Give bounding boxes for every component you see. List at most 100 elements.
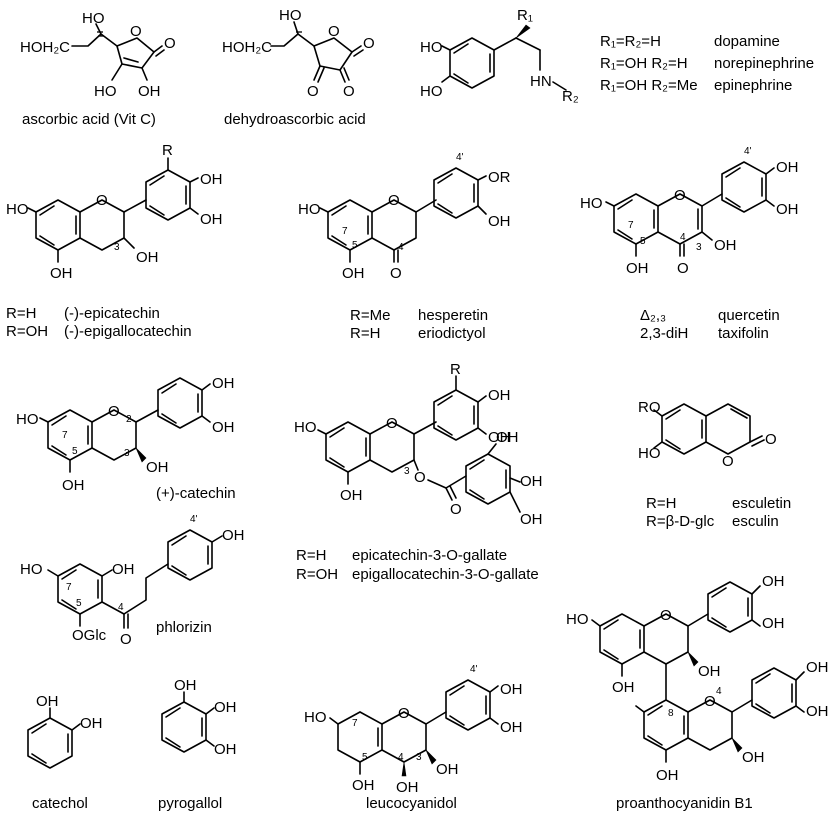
esculetin-structure: RO HO O O R=H esculetin R=β-D-glc esculi… — [638, 399, 791, 530]
quercetin-def-2: 2,3-diH — [640, 325, 688, 342]
pb1-oh-bot3: OH — [742, 749, 765, 766]
epicatechin-name-2: (-)-epigallocatechin — [64, 323, 192, 340]
quercetin-o4: O — [677, 260, 689, 277]
catecholamine-def-1: R₁=R₂=H — [600, 33, 661, 50]
pyrogallol-oh1: OH — [174, 677, 197, 694]
phlorizin-n7: 7 — [66, 582, 72, 593]
ecg-r: R — [450, 361, 461, 378]
catechol-label: catechol — [32, 795, 88, 812]
dehydro-o-right: O — [343, 83, 355, 100]
epicatechin-r: R — [162, 142, 173, 159]
hesperetin-o: O — [388, 192, 400, 209]
catecholamine-def-3: R₁=OH R₂=Me — [600, 77, 698, 94]
hesperetin-oh: OH — [488, 213, 511, 230]
hesperetin-name-2: eriodictyol — [418, 325, 486, 342]
pb1-oh-a: OH — [762, 573, 785, 590]
phlorizin-n5: 5 — [76, 598, 82, 609]
leuco-n5: 5 — [362, 752, 368, 763]
hesperetin-or: OR — [488, 169, 511, 186]
catecholamine-structure: R₁ HO HO HN R₂ R₁=R₂=H dopamine R₁=OH R₂… — [420, 7, 814, 105]
leuco-oh5: OH — [352, 777, 375, 794]
hesperetin-n4: 4 — [398, 242, 404, 253]
leuco-oh3: OH — [436, 761, 459, 778]
ascorbic-acid-structure: HO HOH₂C O O HO OH ascorbic acid (Vit C) — [20, 10, 176, 128]
catechin-oh3: OH — [146, 459, 169, 476]
quercetin-name-2: taxifolin — [718, 325, 769, 342]
epicatechin-structure: R OH OH HO O OH OH 3 R=H (-)-epicatechin… — [6, 142, 223, 340]
catecholamine-name-1: dopamine — [714, 33, 780, 50]
catecholamine-name-2: norepinephrine — [714, 55, 814, 72]
ecg-n3: 3 — [404, 466, 410, 477]
quercetin-structure: OH OH HO O OH OH O 4' 7 5 4 3 Δ₂,₃ querc… — [580, 146, 799, 342]
catechin-n7: 7 — [62, 430, 68, 441]
pb1-o-bottom: O — [704, 693, 716, 710]
hesperetin-o4: O — [390, 265, 402, 282]
phlorizin-ho: HO — [20, 561, 43, 578]
catechin-oh-b: OH — [212, 419, 235, 436]
esculetin-name-2: esculin — [732, 513, 779, 530]
catecholamine-hn: HN — [530, 73, 552, 90]
dehydro-o-left: O — [307, 83, 319, 100]
dehydroascorbic-label: dehydroascorbic acid — [224, 111, 366, 128]
pb1-o-top: O — [660, 607, 672, 624]
dehydro-carbonyl-o: O — [363, 35, 375, 52]
ecg-o-ester: O — [414, 469, 426, 486]
quercetin-oh5: OH — [626, 260, 649, 277]
hesperetin-structure: OR OH HO O OH O 4' 7 5 4 R=Me hesperetin… — [298, 152, 511, 342]
esculetin-ro: RO — [638, 399, 661, 416]
catechol-oh1: OH — [36, 693, 59, 710]
epicatechin-def-2: R=OH — [6, 323, 48, 340]
hesperetin-def-2: R=H — [350, 325, 380, 342]
leuco-oh-b: OH — [500, 719, 523, 736]
ecg-def-1: R=H — [296, 547, 326, 564]
quercetin-name-1: quercetin — [718, 307, 780, 324]
catecholamine-r1: R₁ — [517, 7, 533, 24]
ecg-name-2: epigallocatechin-3-O-gallate — [352, 566, 539, 583]
dehydro-ho-top: HO — [279, 7, 302, 24]
ascorbic-hoh2c: HOH₂C — [20, 39, 70, 56]
catecholamine-name-3: epinephrine — [714, 77, 792, 94]
phlorizin-oglc: OGlc — [72, 627, 107, 644]
pb1-n8: 8 — [668, 708, 674, 719]
epicatechin-oh-a: OH — [200, 171, 223, 188]
phlorizin-structure: OH HO OH OGlc O 4' 7 5 4 phlorizin — [20, 514, 245, 648]
pb1-oh-d: OH — [806, 703, 829, 720]
epicatechin-oh-b: OH — [200, 211, 223, 228]
epicatechin-ho: HO — [6, 201, 29, 218]
quercetin-oh3: OH — [714, 237, 737, 254]
ascorbic-ho-top: HO — [82, 10, 105, 27]
hesperetin-def-1: R=Me — [350, 307, 390, 324]
phlorizin-o: O — [120, 631, 132, 648]
pyrogallol-structure: OH OH OH pyrogallol — [158, 677, 237, 812]
catechin-ho: HO — [16, 411, 39, 428]
proanthocyanidin-b1-structure: OH OH HO O OH OH OH OH O OH OH 4 8 proan… — [566, 573, 829, 812]
leucocyanidol-structure: OH OH HO O OH OH OH 4' 7 5 4 3 leucocyan… — [304, 664, 523, 812]
epicatechin-def-1: R=H — [6, 305, 36, 322]
quercetin-def-1: Δ₂,₃ — [640, 307, 666, 324]
pyrogallol-label: pyrogallol — [158, 795, 222, 812]
quercetin-n3: 3 — [696, 242, 702, 253]
epicatechin-n3: 3 — [114, 242, 120, 253]
hesperetin-ho: HO — [298, 201, 321, 218]
ecg-galloyl-oh3: OH — [520, 511, 543, 528]
esculetin-def-2: R=β-D-glc — [646, 513, 715, 530]
quercetin-oh-b: OH — [776, 201, 799, 218]
quercetin-oh-a: OH — [776, 159, 799, 176]
dehydro-ring-o: O — [328, 23, 340, 40]
esculetin-def-1: R=H — [646, 495, 676, 512]
quercetin-o: O — [674, 187, 686, 204]
catecholamine-ho-bottom: HO — [420, 83, 443, 100]
hesperetin-n7: 7 — [342, 226, 348, 237]
leuco-ho: HO — [304, 709, 327, 726]
hesperetin-oh5: OH — [342, 265, 365, 282]
pb1-oh-c: OH — [806, 659, 829, 676]
catechin-n2: 2 — [126, 414, 132, 425]
epicatechin-oh3: OH — [136, 249, 159, 266]
phlorizin-label: phlorizin — [156, 619, 212, 636]
catecholamine-r2: R₂ — [562, 88, 579, 105]
ecg-o-carbonyl: O — [450, 501, 462, 518]
catecholamine-ho-top: HO — [420, 39, 443, 56]
leuco-oh4: OH — [396, 779, 419, 796]
quercetin-n7: 7 — [628, 220, 634, 231]
